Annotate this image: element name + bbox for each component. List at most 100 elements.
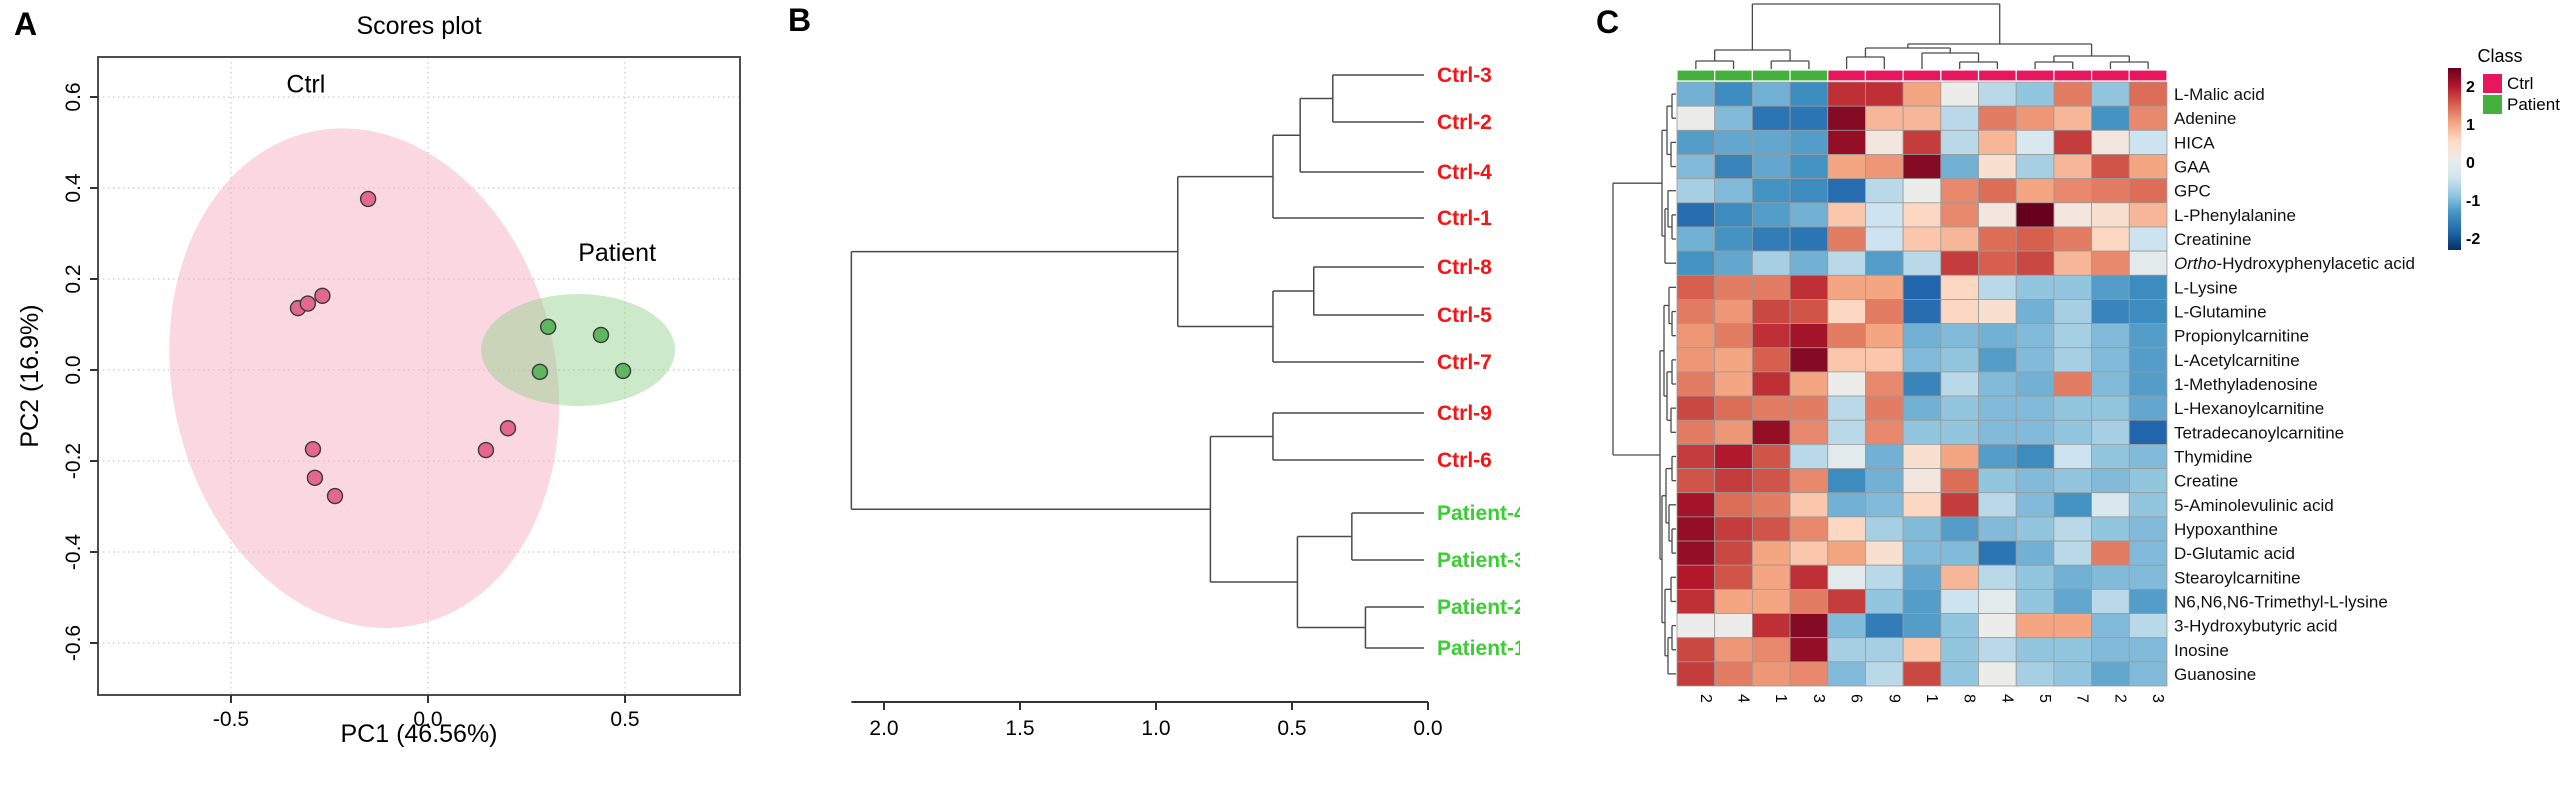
sample-dendrogram: Ctrl-3Ctrl-2Ctrl-4Ctrl-1Ctrl-8Ctrl-5Ctrl… — [850, 64, 1520, 740]
sample-leaf-label: Ctrl-7 — [1437, 351, 1492, 374]
heatmap-cell — [2128, 468, 2168, 494]
distance-tick-label: 0.0 — [1413, 717, 1442, 740]
heatmap-cell — [2091, 371, 2130, 397]
heatmap-cell — [1789, 564, 1829, 590]
heatmap-cell — [2053, 226, 2092, 252]
heatmap-cell — [2091, 419, 2130, 445]
metabolite-row-label: Guanosine — [2174, 665, 2256, 684]
heatmap-cell — [1902, 250, 1942, 276]
heatmap-cell — [1714, 661, 1753, 687]
heatmap-cell — [1940, 347, 1979, 373]
heatmap-cell — [2128, 81, 2168, 107]
metabolite-row-label: Thymidine — [2174, 447, 2252, 466]
metabolite-row-label: N6,N6,N6-Trimethyl-L-lysine — [2174, 592, 2388, 611]
heatmap-cell — [1827, 154, 1866, 180]
metabolite-row-label: L-Phenylalanine — [2174, 206, 2296, 225]
heatmap-cell — [2015, 250, 2055, 276]
heatmap-cell — [2015, 588, 2055, 614]
heatmap-cell — [1865, 516, 1904, 542]
heatmap-cell — [1789, 468, 1829, 494]
heatmap-cell — [1789, 105, 1829, 131]
heatmap-cell — [2091, 105, 2130, 131]
metabolite-row-label: Stearoylcarnitine — [2174, 568, 2301, 587]
heatmap-cell — [1751, 395, 1791, 421]
heatmap-cell — [1827, 468, 1866, 494]
heatmap-cell — [1978, 105, 2017, 131]
heatmap-cell — [2128, 226, 2168, 252]
class-bar-cell — [1940, 69, 1980, 82]
class-bar-cell — [2015, 69, 2055, 82]
heatmap-cell — [2015, 323, 2055, 349]
heatmap-cell — [1714, 202, 1753, 228]
x-tick-label: 0.5 — [610, 708, 639, 731]
colorbar-tick-label: 1 — [2466, 117, 2475, 134]
heatmap-cell — [1676, 468, 1716, 494]
metabolite-row-label: GPC — [2174, 182, 2211, 201]
heatmap-cell — [2015, 395, 2055, 421]
heatmap-cell — [1865, 274, 1904, 300]
heatmap-cell — [1827, 661, 1866, 687]
x-axis-title: PC1 (46.56%) — [340, 720, 497, 748]
metabolite-row-label: GAA — [2174, 158, 2211, 177]
sample-column-label: 1 — [1772, 694, 1789, 703]
heatmap-cell — [1940, 202, 1979, 228]
legend-title: Class — [2477, 46, 2522, 66]
y-tick-label: -0.2 — [62, 443, 85, 479]
metabolite-row-label: Hypoxanthine — [2174, 520, 2278, 539]
heatmap-cell — [2128, 395, 2168, 421]
heatmap-cell — [2091, 274, 2130, 300]
heatmap-cell — [2015, 274, 2055, 300]
class-bar-cell — [1751, 69, 1791, 82]
heatmap-cell — [1751, 226, 1791, 252]
sample-column-label: 5 — [2036, 694, 2053, 703]
heatmap-cell — [1714, 105, 1753, 131]
heatmap-cell — [2053, 129, 2092, 155]
distance-tick-label: 1.5 — [1005, 717, 1034, 740]
heatmap-cell — [1714, 154, 1753, 180]
heatmap-cell — [2053, 395, 2092, 421]
heatmap-cell — [1827, 395, 1866, 421]
heatmap-cell — [1978, 516, 2017, 542]
heatmap-cell — [1978, 323, 2017, 349]
heatmap-cell — [1676, 588, 1716, 614]
heatmap-cell — [2128, 661, 2168, 687]
heatmap-cell — [2015, 202, 2055, 228]
heatmap-cell — [1827, 250, 1866, 276]
heatmap-cell — [2053, 105, 2092, 131]
heatmap-cell — [1978, 250, 2017, 276]
heatmap-cell — [1751, 564, 1791, 590]
heatmap-cell — [1789, 129, 1829, 155]
heatmap-cell — [2053, 613, 2092, 639]
metabolite-row-label: 1-Methyladenosine — [2174, 375, 2318, 394]
heatmap-cell — [2128, 178, 2168, 204]
heatmap-cell — [1940, 250, 1979, 276]
heatmap-cell — [1676, 443, 1716, 469]
heatmap-cell — [1940, 492, 1979, 518]
x-tick-label: 0.0 — [413, 708, 442, 731]
heatmap-cell — [1827, 564, 1866, 590]
heatmap-cell — [2015, 468, 2055, 494]
heatmap-cell — [1940, 588, 1979, 614]
heatmap-cell — [2053, 154, 2092, 180]
heatmap-cell — [2053, 419, 2092, 445]
heatmap-cell — [2053, 564, 2092, 590]
y-axis-title: PC2 (16.9%) — [16, 304, 44, 447]
heatmap-cell — [2091, 395, 2130, 421]
heatmap-cell — [1902, 443, 1942, 469]
heatmap-cell — [2128, 613, 2168, 639]
heatmap-cell — [1978, 226, 2017, 252]
colorbar-tick-label: 2 — [2466, 79, 2475, 96]
heatmap-cell — [2015, 419, 2055, 445]
heatmap-cell — [1827, 202, 1866, 228]
heatmap-cell — [1714, 419, 1753, 445]
heatmap-cell — [2091, 299, 2130, 325]
metabolite-row-label: L-Lysine — [2174, 278, 2238, 297]
heatmap-cell — [2128, 105, 2168, 131]
heatmap-cell — [1827, 299, 1866, 325]
ctrl-group-label: Ctrl — [286, 70, 325, 98]
heatmap-cell — [1902, 419, 1942, 445]
heatmap-cell — [1714, 492, 1753, 518]
heatmap-cell — [1902, 371, 1942, 397]
heatmap-cell — [1865, 250, 1904, 276]
ctrl-scatter-point — [477, 441, 495, 459]
